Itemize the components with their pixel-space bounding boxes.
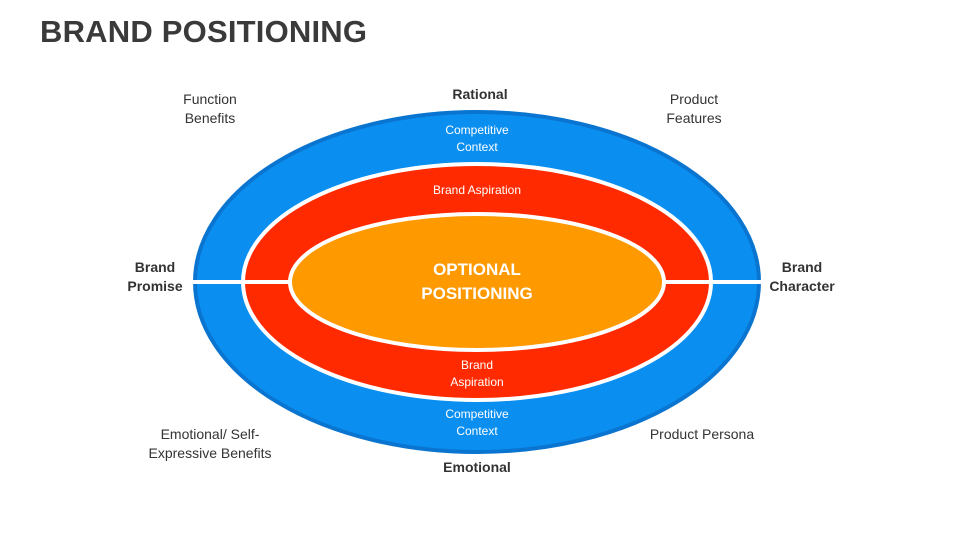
page-title: BRAND POSITIONING: [40, 14, 368, 49]
corner-label-function-benefits: Function Benefits: [183, 91, 237, 126]
axis-label-rational: Rational: [452, 86, 508, 102]
corner-label-emotional-benefits: Emotional/ Self- Expressive Benefits: [148, 426, 272, 461]
ring-label-brand-aspiration-bottom: Brand Aspiration: [450, 358, 504, 389]
corner-label-product-persona: Product Persona: [649, 426, 755, 442]
ring-label-competitive-context-bottom: Competitive Context: [445, 407, 509, 438]
corner-label-product-features: Product Features: [666, 91, 722, 126]
ring-label-competitive-context-top: Competitive Context: [445, 123, 509, 154]
axis-label-brand-promise: Brand Promise: [127, 259, 183, 294]
axis-label-brand-character: Brand Character: [769, 259, 835, 294]
axis-label-emotional: Emotional: [443, 459, 511, 475]
core-label-optional-positioning: OPTIONAL POSITIONING: [421, 260, 533, 303]
ring-label-brand-aspiration-top: Brand Aspiration: [432, 183, 522, 197]
